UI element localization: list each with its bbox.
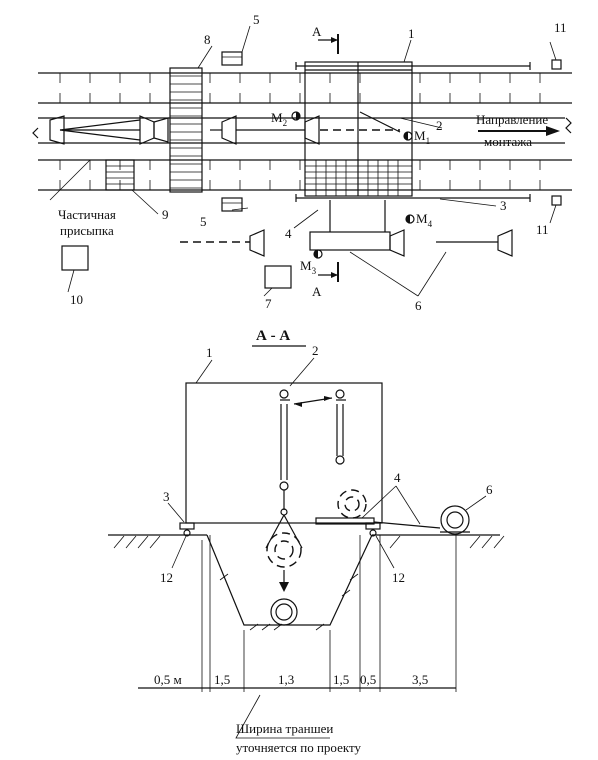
section-label-12-left: 12 [160, 570, 173, 585]
plan-leaders [49, 25, 557, 297]
box-5-top [221, 51, 243, 66]
machine-m1 [403, 131, 413, 141]
pipe-right-staged [436, 229, 513, 257]
break-left [32, 127, 39, 139]
plan-label-3: 3 [500, 198, 507, 213]
machine-m4 [405, 214, 415, 224]
top-rail-ticks [59, 73, 541, 103]
note-line-1: Ширина траншеи [236, 721, 333, 736]
machine-m3 [313, 249, 323, 259]
dim-3-5: 3,5 [412, 672, 428, 687]
box-10 [61, 245, 89, 271]
direction-arrow [478, 126, 560, 136]
hoist-2 [265, 389, 346, 549]
section-leaders [167, 357, 487, 569]
pipe-in-trench [270, 598, 298, 626]
machine-m2 [291, 111, 301, 121]
marker-11-bottom [551, 195, 562, 206]
section-cut-bottom [318, 262, 339, 282]
bottom-rail-ticks [59, 160, 541, 190]
direction-label-1: Направление [476, 112, 548, 127]
plan-label-11-top: 11 [554, 20, 567, 35]
plan-label-8: 8 [204, 32, 211, 47]
grid-block-8 [169, 67, 203, 193]
pipe-on-platform [337, 489, 367, 519]
plan-label-6: 6 [415, 298, 422, 313]
pipe-6 [440, 505, 470, 535]
plan-label-9: 9 [162, 207, 169, 222]
plan-label-5-bottom: 5 [200, 214, 207, 229]
section-mark-top: А [312, 24, 322, 39]
section-cut-top [318, 34, 339, 54]
section-label-6: 6 [486, 482, 493, 497]
section-view: А - А [108, 328, 505, 755]
ground-line [108, 534, 505, 549]
support-right [365, 522, 381, 530]
section-label-4: 4 [394, 470, 401, 485]
section-mark-bottom: А [312, 284, 322, 299]
box-5-bottom [221, 197, 243, 212]
section-label-1: 1 [206, 345, 213, 360]
machine-m4-label: M4 [416, 211, 433, 229]
platform-section-4 [315, 517, 375, 525]
break-right [565, 117, 572, 134]
pipe-left-staged [180, 229, 265, 257]
plan-label-1: 1 [408, 26, 415, 41]
skid-4 [373, 521, 441, 529]
plan-label-4: 4 [285, 226, 292, 241]
direction-label-2: монтажа [484, 134, 532, 149]
note-line-2: уточняется по проекту [236, 740, 362, 755]
dim-0-5m: 0,5 м [154, 672, 182, 687]
trench-walls [206, 534, 373, 626]
dim-1-5-right: 1,5 [333, 672, 349, 687]
box-7 [264, 265, 292, 289]
pipe-string [49, 115, 400, 145]
plan-label-7: 7 [265, 296, 272, 311]
support-left [179, 522, 195, 530]
machine-m1-label: M1 [414, 128, 430, 146]
dim-0-5: 0,5 [360, 672, 376, 687]
grid-block-9 [105, 159, 135, 191]
plan-label-10: 10 [70, 292, 83, 307]
dim-1-5-left: 1,5 [214, 672, 230, 687]
platform-4 [309, 200, 405, 257]
shelter-1 [304, 61, 413, 197]
section-title: А - А [256, 328, 290, 344]
section-label-12-right: 12 [392, 570, 405, 585]
machine-m3-label: M3 [300, 258, 317, 276]
section-label-2: 2 [312, 343, 319, 358]
plan-label-2: 2 [436, 118, 443, 133]
trench-hatch [219, 573, 359, 631]
plan-label-11-bottom: 11 [536, 222, 549, 237]
partial-backfill-label-2: присыпка [60, 223, 114, 238]
plan-view: 1 5 8 2 3 4 5 9 11 11 10 7 6 А А M2 M1 M… [32, 12, 572, 313]
shelter-grid [305, 159, 412, 196]
partial-backfill-label-1: Частичная [58, 207, 116, 222]
marker-11-top [551, 59, 562, 70]
section-label-3: 3 [163, 489, 170, 504]
section-shelter-1 [185, 382, 383, 524]
machine-m2-label: M2 [271, 110, 287, 128]
dimension-lines [138, 535, 457, 692]
dim-1-3: 1,3 [278, 672, 294, 687]
pipe-lowering [266, 532, 302, 568]
plan-label-5-top: 5 [253, 12, 260, 27]
